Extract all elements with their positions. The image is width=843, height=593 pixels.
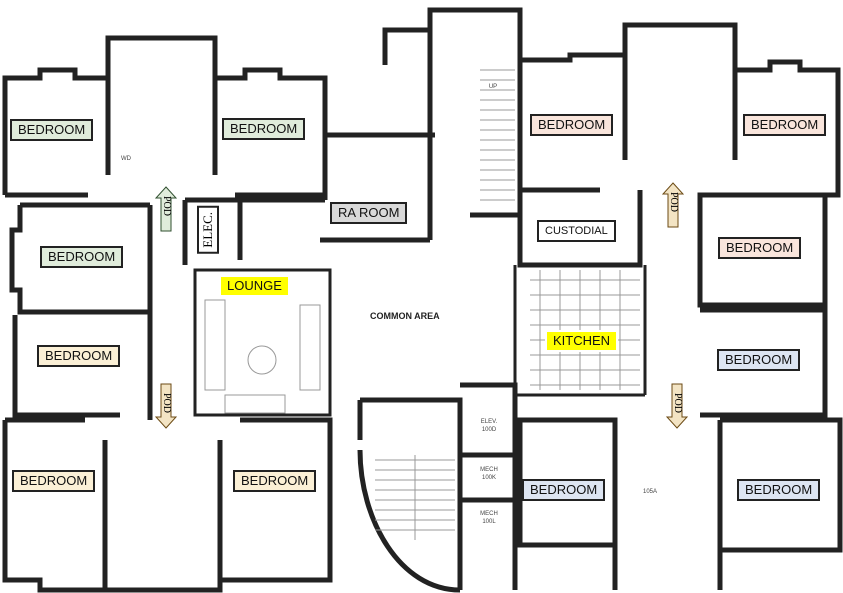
pod-label: POD bbox=[668, 192, 679, 213]
stair-up-label: UP bbox=[488, 84, 498, 90]
pod-label: POD bbox=[672, 393, 683, 414]
ra-room-label: RA ROOM bbox=[330, 202, 408, 224]
bedroom-label: BEDROOM bbox=[222, 118, 306, 140]
pod-arrow-up: POD bbox=[661, 182, 685, 228]
pod-arrow-down: POD bbox=[665, 383, 689, 429]
bedroom-label: BEDROOM bbox=[737, 479, 821, 501]
elec-label: ELEC. bbox=[197, 206, 219, 254]
bedroom-label: BEDROOM bbox=[522, 479, 606, 501]
bedroom-label: BEDROOM bbox=[10, 119, 94, 141]
bedroom-label: BEDROOM bbox=[743, 114, 827, 136]
washer-dryer-label: WD bbox=[121, 156, 131, 162]
bedroom-label: BEDROOM bbox=[718, 237, 802, 259]
bedroom-label: BEDROOM bbox=[40, 246, 124, 268]
kitchen-label: KITCHEN bbox=[545, 330, 619, 352]
bedroom-label: BEDROOM bbox=[233, 470, 317, 492]
bedroom-label: BEDROOM bbox=[530, 114, 614, 136]
elevator-label: ELEV. 100D bbox=[480, 419, 498, 433]
custodial-label: CUSTODIAL bbox=[537, 220, 616, 242]
mech-room-label: MECH 100K bbox=[480, 467, 498, 481]
bedroom-label: BEDROOM bbox=[717, 349, 801, 371]
common-area-label: COMMON AREA bbox=[370, 311, 440, 321]
pod-arrow-up: POD bbox=[154, 186, 178, 232]
pod-label: POD bbox=[161, 196, 172, 217]
pod-label: POD bbox=[161, 393, 172, 414]
mech-room-label: MECH 100L bbox=[480, 511, 498, 525]
pod-arrow-down: POD bbox=[154, 383, 178, 429]
lounge-label: LOUNGE bbox=[219, 275, 290, 297]
room-number-label: 105A bbox=[642, 489, 657, 495]
bedroom-label: BEDROOM bbox=[37, 345, 121, 367]
bedroom-label: BEDROOM bbox=[12, 470, 96, 492]
